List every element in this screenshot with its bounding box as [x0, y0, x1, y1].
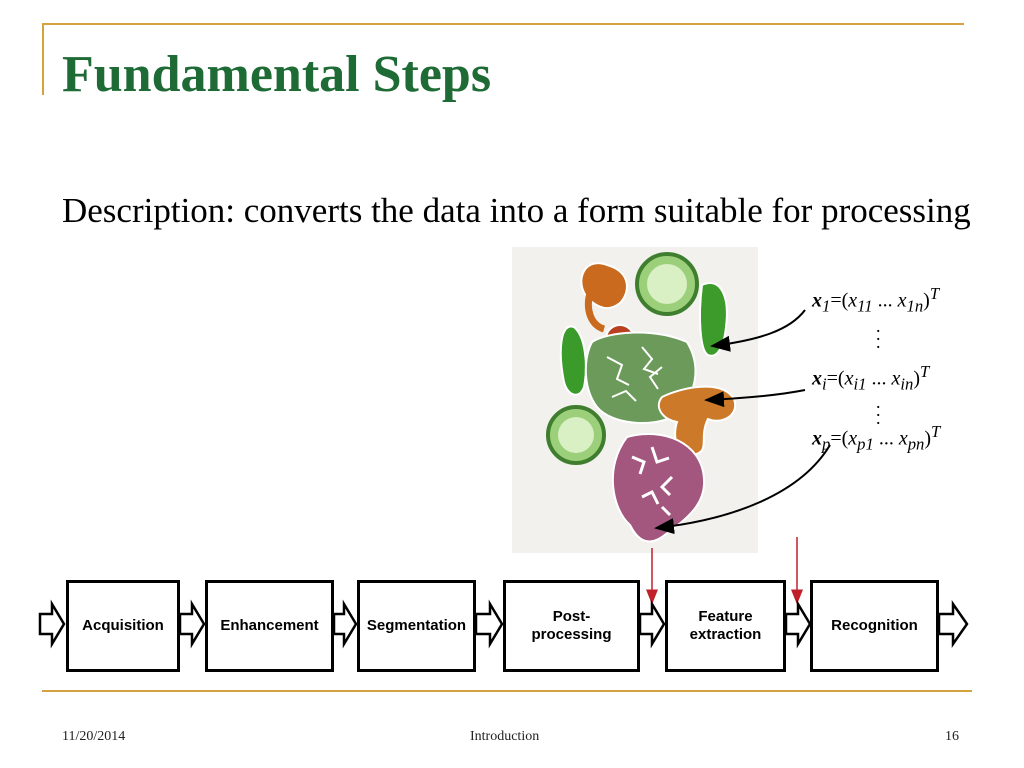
stage-segmentation: Segmentation	[357, 580, 476, 672]
footer-date: 11/20/2014	[62, 729, 126, 744]
slide-title: Fundamental Steps	[62, 46, 492, 103]
connector-arrow	[178, 599, 206, 649]
vector-xp-label: xp=(xp1 ... xpn)T	[812, 422, 941, 454]
vertical-ellipsis: ...	[876, 316, 881, 352]
connector-arrow	[784, 599, 812, 649]
connector-arrow	[937, 600, 969, 648]
description-text: Description: converts the data into a fo…	[62, 191, 971, 230]
stage-acquisition: Acquisition	[66, 580, 180, 672]
connector-arrow	[474, 599, 504, 649]
footer-rule	[42, 690, 972, 692]
connector-arrow	[38, 599, 66, 649]
top-rule	[42, 23, 964, 25]
stage-post-processing: Post- processing	[503, 580, 640, 672]
vertical-ellipsis: ...	[876, 392, 881, 428]
connector-arrow	[638, 599, 666, 649]
stage-recognition: Recognition	[810, 580, 939, 672]
stage-feature-extraction: Feature extraction	[665, 580, 786, 672]
footer-section: Introduction	[470, 729, 540, 744]
stage-enhancement: Enhancement	[205, 580, 334, 672]
vector-xi-label: xi=(xi1 ... xin)T	[812, 362, 930, 394]
connector-arrow	[332, 599, 358, 649]
vector-x1-label: x1=(x11 ... x1n)T	[812, 284, 940, 316]
left-rule	[42, 23, 44, 95]
segmented-vegetables-image	[512, 247, 758, 553]
page-number: 16	[945, 729, 959, 744]
